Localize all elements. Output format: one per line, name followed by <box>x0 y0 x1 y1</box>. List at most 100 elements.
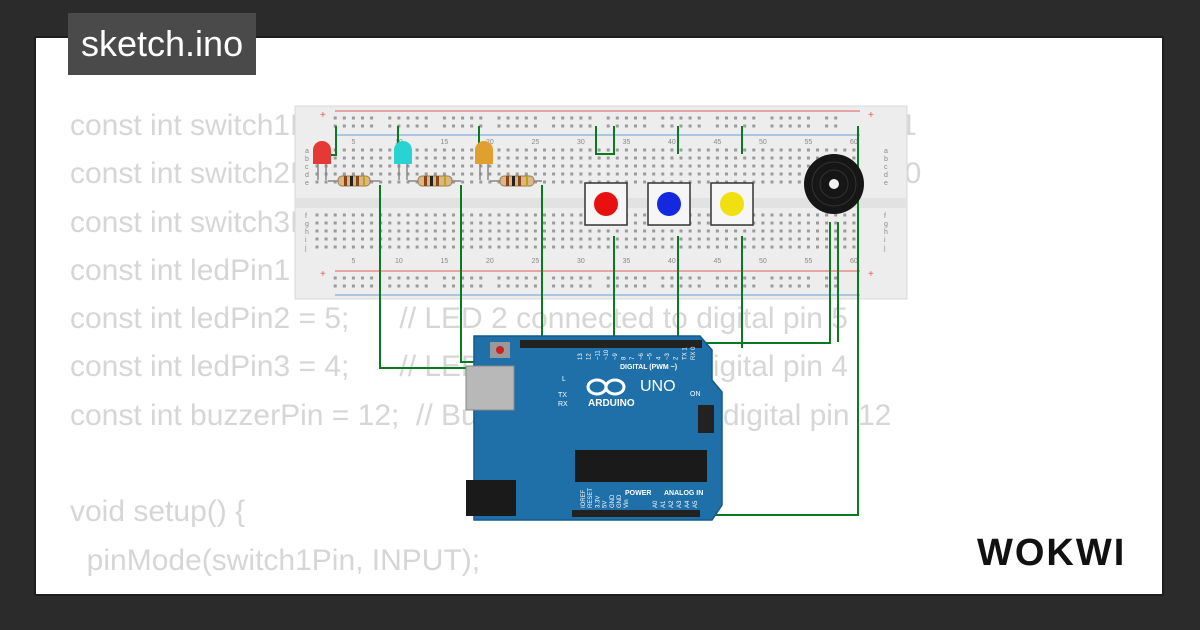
rail-hole <box>643 124 647 128</box>
on-label: ON <box>690 391 701 398</box>
rail-hole <box>634 276 637 280</box>
breadboard-hole <box>497 180 501 184</box>
rail-hole <box>661 116 665 120</box>
breadboard-hole <box>661 229 665 233</box>
breadboard-hole <box>797 229 801 233</box>
row-letter: h <box>305 229 309 236</box>
rail-hole <box>370 116 374 120</box>
breadboard-hole <box>361 156 364 160</box>
rail-hole <box>770 124 774 128</box>
rail-plus-label: + <box>320 110 326 121</box>
breadboard-hole <box>579 156 583 160</box>
breadboard-hole <box>406 229 410 233</box>
breadboard-hole <box>506 172 510 176</box>
row-letter: b <box>305 156 309 163</box>
breadboard-hole <box>533 156 537 160</box>
rail-hole <box>506 284 510 288</box>
led-1 <box>313 141 331 180</box>
breadboard-hole <box>361 172 364 176</box>
breadboard-hole <box>752 156 756 160</box>
breadboard-hole <box>679 180 683 184</box>
breadboard-hole <box>825 213 829 217</box>
column-number: 35 <box>623 139 631 146</box>
breadboard-hole <box>342 229 346 233</box>
rail-hole <box>588 124 592 128</box>
pin-label: ~3 <box>665 352 671 360</box>
breadboard-hole <box>816 156 819 160</box>
row-letter: g <box>884 221 888 228</box>
breadboard-hole <box>488 213 492 217</box>
rail-hole <box>388 116 392 120</box>
rail-hole <box>442 276 446 280</box>
breadboard-hole <box>734 180 738 184</box>
l-label: L <box>562 376 566 383</box>
breadboard-hole <box>488 229 492 233</box>
column-number: 55 <box>805 258 813 265</box>
breadboard-hole <box>679 156 683 160</box>
rail-hole <box>479 276 483 280</box>
breadboard-hole <box>315 213 319 217</box>
breadboard-hole <box>388 245 392 249</box>
breadboard-hole <box>433 172 437 176</box>
breadboard-hole <box>342 221 346 225</box>
breadboard-hole <box>734 245 738 249</box>
breadboard-hole <box>688 180 692 184</box>
rail-hole <box>442 116 446 120</box>
breadboard-hole <box>797 180 801 184</box>
rail-hole <box>615 284 619 288</box>
file-tab[interactable]: sketch.ino <box>68 13 257 75</box>
breadboard-hole <box>816 213 819 217</box>
rail-hole <box>679 284 683 288</box>
rail-hole <box>342 116 346 120</box>
breadboard-hole <box>433 245 437 249</box>
pin-label: 3.3V <box>595 496 601 508</box>
breadboard-hole <box>461 148 465 152</box>
breadboard-hole <box>770 245 774 249</box>
breadboard-hole <box>715 180 719 184</box>
breadboard-hole <box>406 172 410 176</box>
breadboard-hole <box>579 172 583 176</box>
rail-hole <box>715 284 719 288</box>
rail-hole <box>388 124 392 128</box>
rail-hole <box>497 116 501 120</box>
icsp-header <box>698 405 714 433</box>
breadboard-hole <box>670 229 674 233</box>
breadboard-hole <box>415 180 419 184</box>
breadboard-hole <box>734 148 738 152</box>
breadboard-hole <box>342 245 346 249</box>
breadboard-hole <box>524 213 528 217</box>
rail-hole <box>734 116 738 120</box>
rail-hole <box>470 276 474 280</box>
breadboard-hole <box>670 237 674 241</box>
push-button-2[interactable] <box>647 182 691 226</box>
breadboard-hole <box>715 229 719 233</box>
breadboard-hole <box>397 229 401 233</box>
rail-hole <box>779 116 783 120</box>
breadboard-hole <box>834 213 838 217</box>
breadboard-hole <box>752 172 756 176</box>
push-button-3[interactable] <box>710 182 754 226</box>
breadboard-hole <box>470 164 474 168</box>
breadboard-hole <box>515 172 519 176</box>
breadboard-hole <box>606 172 610 176</box>
breadboard-hole <box>788 213 792 217</box>
rail-hole <box>825 276 829 280</box>
breadboard-hole <box>679 148 683 152</box>
rail-hole <box>615 276 619 280</box>
breadboard-hole <box>725 229 728 233</box>
push-button-1[interactable] <box>584 182 628 226</box>
breadboard-hole <box>697 148 701 152</box>
breadboard-hole <box>388 237 392 241</box>
breadboard-hole <box>688 148 692 152</box>
breadboard-hole <box>597 245 601 249</box>
rail-hole <box>806 276 810 280</box>
rail-hole <box>770 276 774 280</box>
breadboard-hole <box>715 245 719 249</box>
breadboard-hole <box>770 237 774 241</box>
rail-hole <box>342 124 346 128</box>
breadboard-hole <box>697 180 701 184</box>
breadboard-hole <box>679 245 683 249</box>
breadboard-hole <box>661 180 665 184</box>
breadboard-hole <box>543 221 546 225</box>
breadboard-hole <box>370 148 374 152</box>
